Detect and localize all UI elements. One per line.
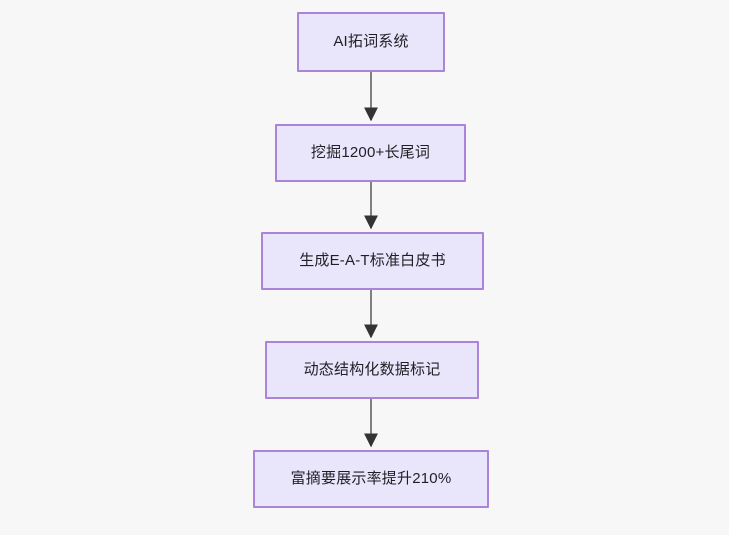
flow-node-dynamic-structured-data-markup[interactable]: 动态结构化数据标记	[265, 341, 479, 399]
flow-node-label: 生成E-A-T标准白皮书	[299, 252, 446, 269]
flow-node-label: 挖掘1200+长尾词	[310, 144, 431, 161]
flow-node-label: AI拓词系统	[333, 33, 409, 50]
flow-node-label: 富摘要展示率提升210%	[290, 470, 452, 487]
flow-node-rich-snippet-rate-increase[interactable]: 富摘要展示率提升210%	[253, 450, 489, 508]
flow-node-mine-longtail-keywords[interactable]: 挖掘1200+长尾词	[275, 124, 466, 182]
flow-node-label: 动态结构化数据标记	[303, 361, 441, 378]
flow-node-generate-eat-whitepaper[interactable]: 生成E-A-T标准白皮书	[261, 232, 484, 290]
flow-node-ai-keyword-system[interactable]: AI拓词系统	[297, 12, 445, 72]
